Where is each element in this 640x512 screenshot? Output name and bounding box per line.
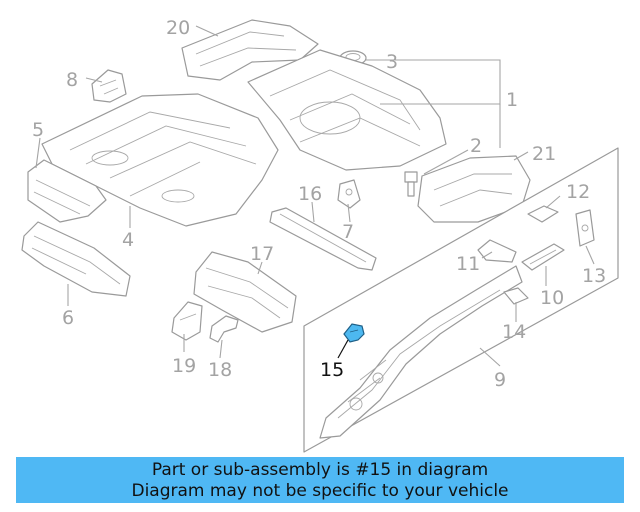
part-16 [269, 207, 377, 271]
part-11 [477, 239, 517, 263]
callout-17: 17 [250, 243, 274, 265]
callout-18: 18 [208, 359, 232, 381]
part-10 [521, 243, 565, 271]
callout-4: 4 [122, 229, 134, 251]
callout-20: 20 [166, 17, 190, 39]
part-14 [503, 287, 529, 305]
callout-13: 13 [582, 265, 606, 287]
leader-15 [337, 339, 349, 359]
part-13 [575, 209, 595, 247]
part-12 [527, 205, 559, 223]
callout-9: 9 [494, 369, 506, 391]
callout-1: 1 [506, 89, 518, 111]
callout-12: 12 [566, 181, 590, 203]
callout-3: 3 [386, 51, 398, 73]
part-9 [319, 265, 523, 439]
callout-2: 2 [470, 135, 482, 157]
banner-line-1: Part or sub-assembly is #15 in diagram [151, 460, 489, 480]
callout-6: 6 [62, 307, 74, 329]
callout-19: 19 [172, 355, 196, 377]
part-17 [193, 251, 297, 333]
part-5 [27, 159, 107, 223]
part-8 [91, 69, 127, 103]
callout-21: 21 [532, 143, 556, 165]
part-1 [247, 49, 447, 171]
part-19 [171, 301, 203, 341]
part-7 [337, 179, 361, 209]
callouts: 20 8 3 1 2 21 5 4 6 16 7 17 19 18 12 11 … [32, 17, 606, 391]
callout-5: 5 [32, 119, 44, 141]
info-banner: Part or sub-assembly is #15 in diagram D… [16, 457, 624, 503]
part-21 [417, 155, 531, 223]
part-2 [404, 171, 418, 197]
callout-15: 15 [320, 359, 344, 381]
banner-line-2: Diagram may not be specific to your vehi… [131, 481, 509, 501]
callout-14: 14 [502, 321, 526, 343]
part-18 [209, 315, 239, 343]
callout-8: 8 [66, 69, 78, 91]
callout-16: 16 [298, 183, 322, 205]
leader-lines [35, 25, 595, 367]
callout-7: 7 [342, 221, 354, 243]
part-15-highlighted [343, 323, 365, 343]
callout-11: 11 [456, 253, 480, 275]
callout-10: 10 [540, 287, 564, 309]
part-6 [21, 221, 131, 297]
